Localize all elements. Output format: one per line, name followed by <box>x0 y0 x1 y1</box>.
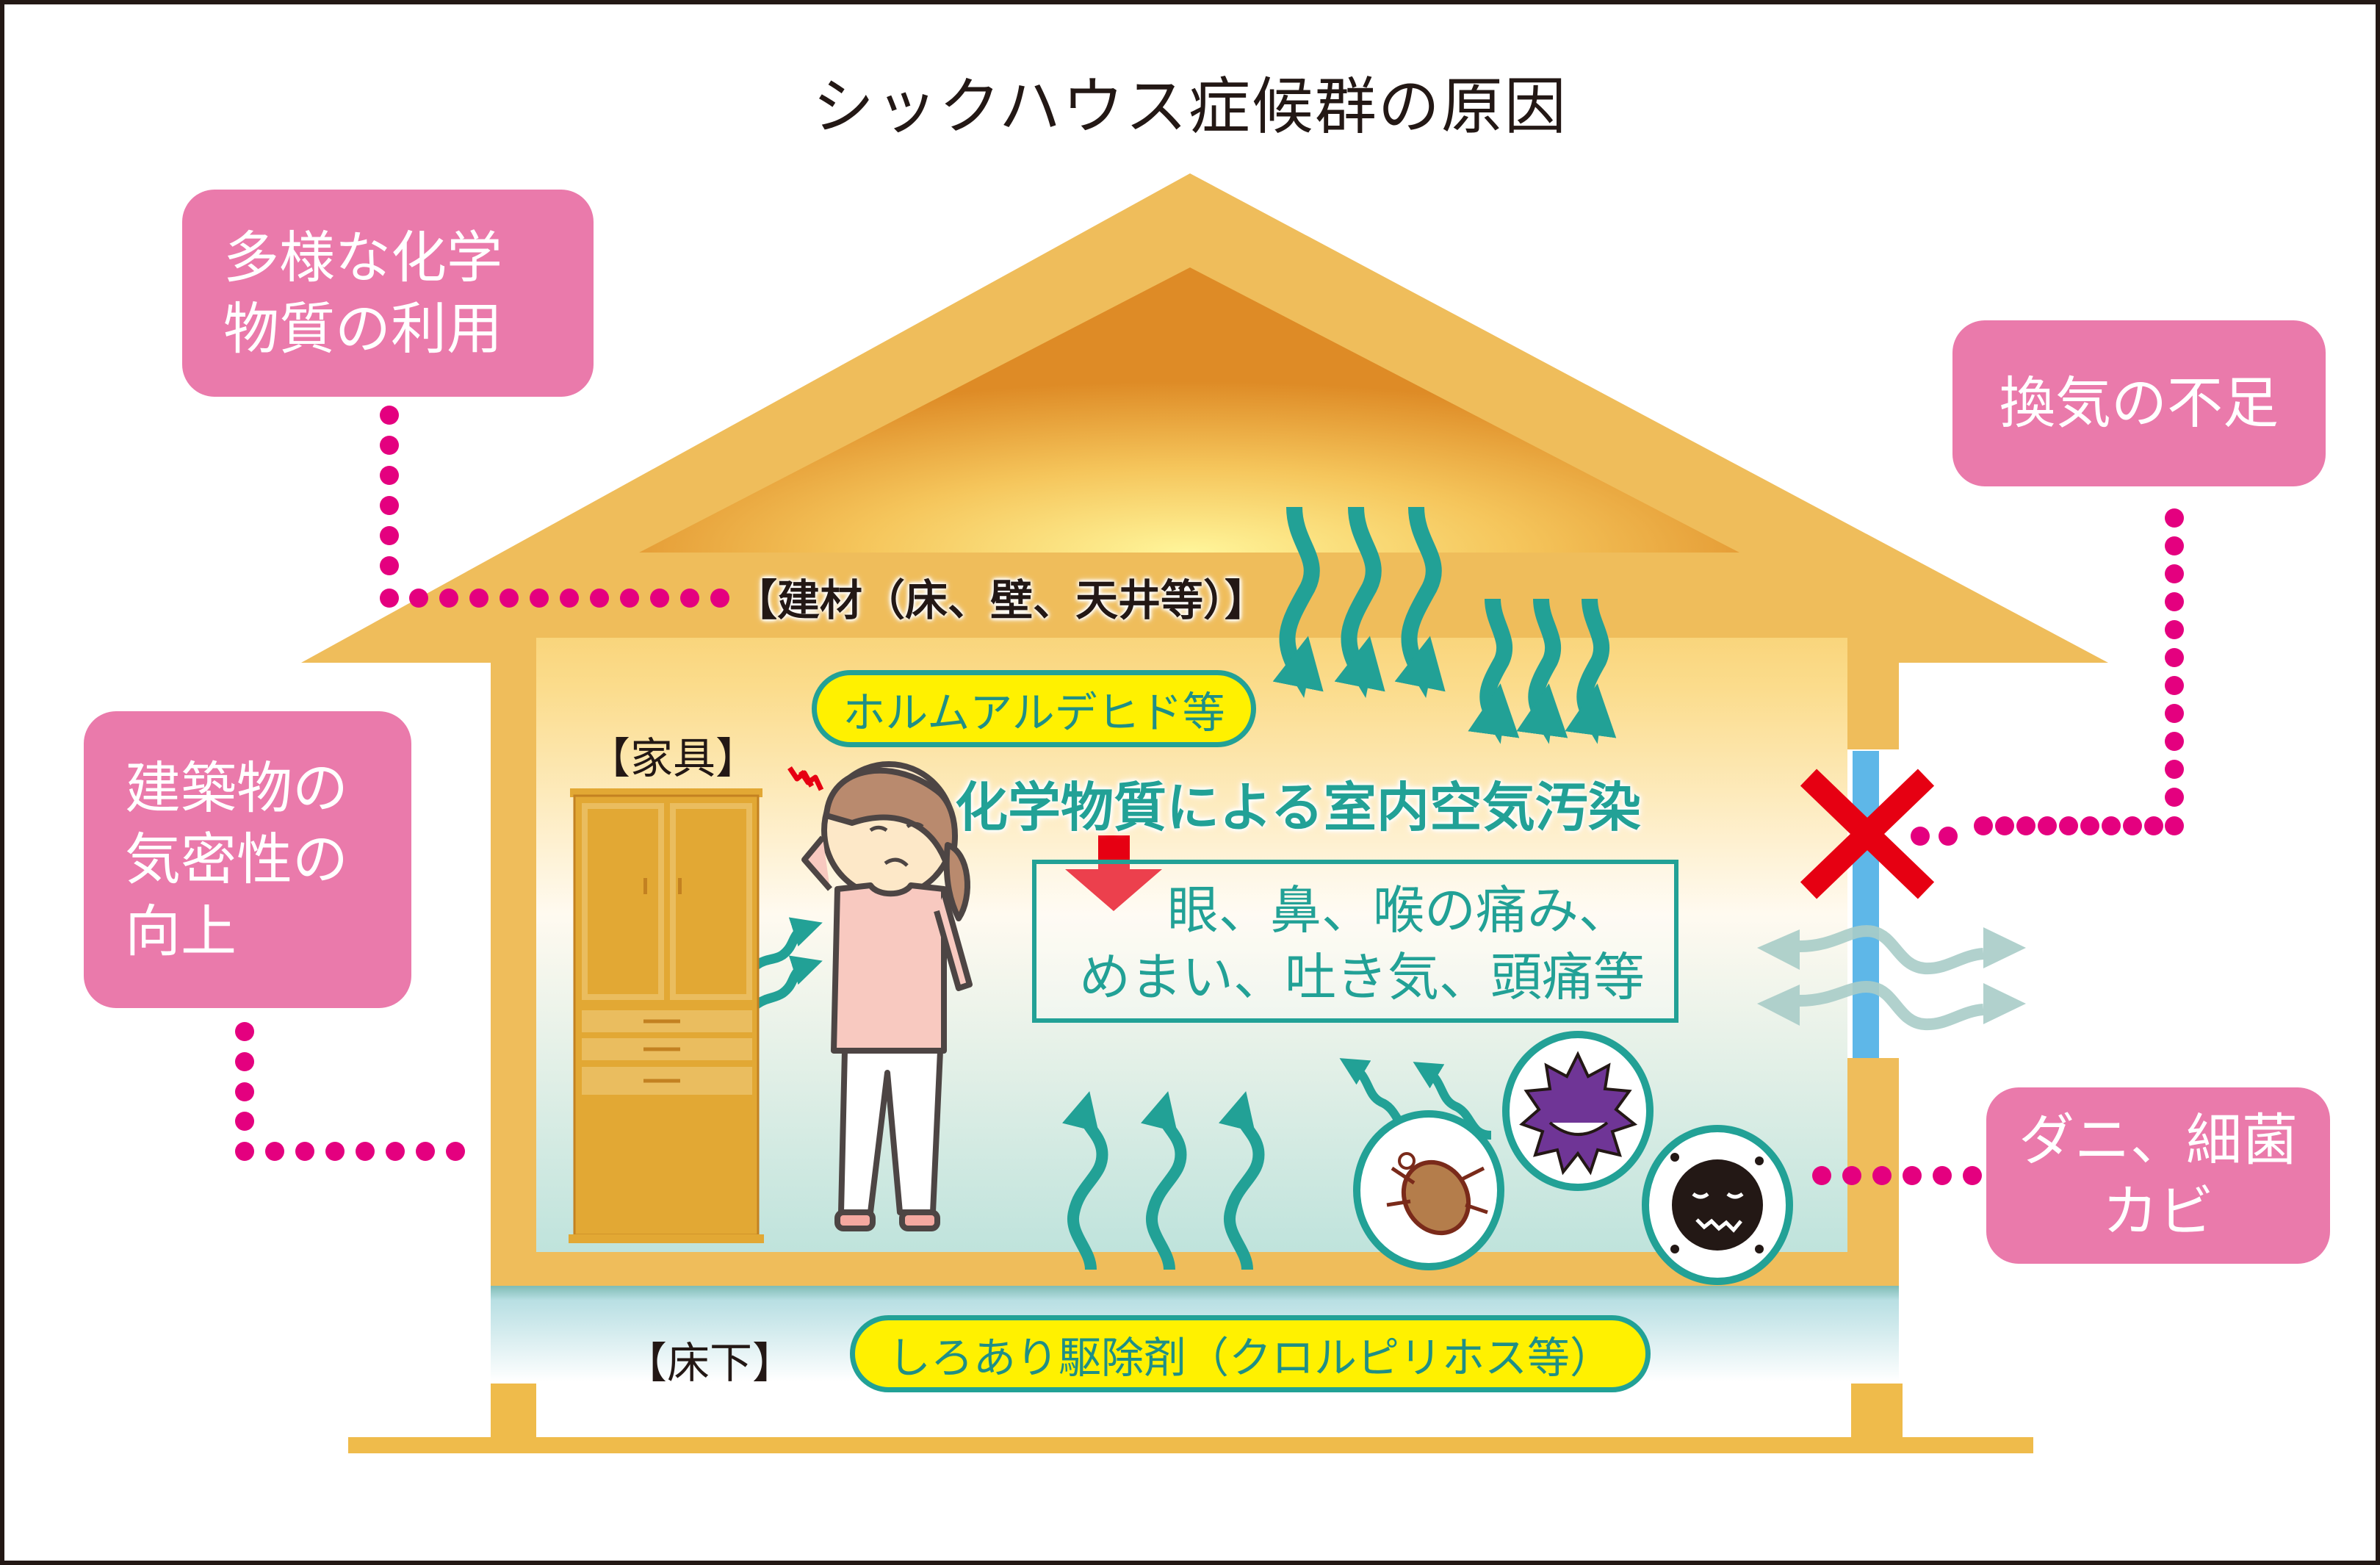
pill-termiticide: しろあり駆除剤（クロルピリホス等） <box>850 1315 1651 1392</box>
ceiling-beam <box>536 553 1851 638</box>
emission-arrows-ceiling <box>1272 506 1617 744</box>
emission-arrows-floor <box>1061 1091 1265 1270</box>
connector-dots <box>235 406 2184 1185</box>
mold-icon <box>1642 1125 1793 1285</box>
result-arrow <box>1065 835 1162 911</box>
window-pane <box>1853 751 1879 1058</box>
symptoms-line-1: 眼、鼻、喉の痛み、 <box>1167 880 1630 940</box>
virus-icon <box>1502 1031 1654 1191</box>
cause-airtight: 建築物の 気密性の 向上 <box>84 711 411 1008</box>
mite-icon <box>1353 1110 1504 1270</box>
cause-mites-bacteria-mold: ダニ、細菌 カビ <box>1986 1087 2330 1264</box>
headache-woman <box>787 761 973 1231</box>
ground-line <box>348 1437 2033 1453</box>
cause-ventilation: 換気の不足 <box>1952 320 2326 486</box>
pollution-heading: 化学物質による室内空気汚染 <box>955 777 1641 838</box>
connector-airtight <box>235 1022 465 1161</box>
pill-formaldehyde: ホルムアルデヒド等 <box>812 670 1256 747</box>
connector-mites <box>1812 1166 1982 1185</box>
label-underfloor: 【床下】 <box>624 1338 796 1388</box>
diagram-title: シックハウス症候群の原因 <box>812 71 1568 143</box>
symptoms-box: 眼、鼻、喉の痛み、 めまい、吐き気、頭痛等 <box>1032 860 1678 1023</box>
connector-ventilation <box>1911 508 2184 846</box>
cross-mark-icon <box>1800 769 1935 899</box>
label-building-materials: 【建材（床、壁、天井等）】 <box>735 575 1268 625</box>
label-furniture: 【家具】 <box>588 733 759 783</box>
wardrobe <box>569 788 764 1243</box>
right-wall-upper <box>1847 654 1899 749</box>
cause-chemicals: 多様な化学 物質の利用 <box>182 190 594 397</box>
air-flow-arrows-icon <box>1757 925 2026 1031</box>
foundation-right <box>1851 1384 1903 1439</box>
attic <box>639 267 1739 553</box>
connector-chemicals <box>380 406 729 608</box>
foundation-left <box>491 1384 536 1439</box>
left-wall <box>491 654 536 1293</box>
symptoms-line-2: めまい、吐き気、頭痛等 <box>1079 947 1645 1007</box>
